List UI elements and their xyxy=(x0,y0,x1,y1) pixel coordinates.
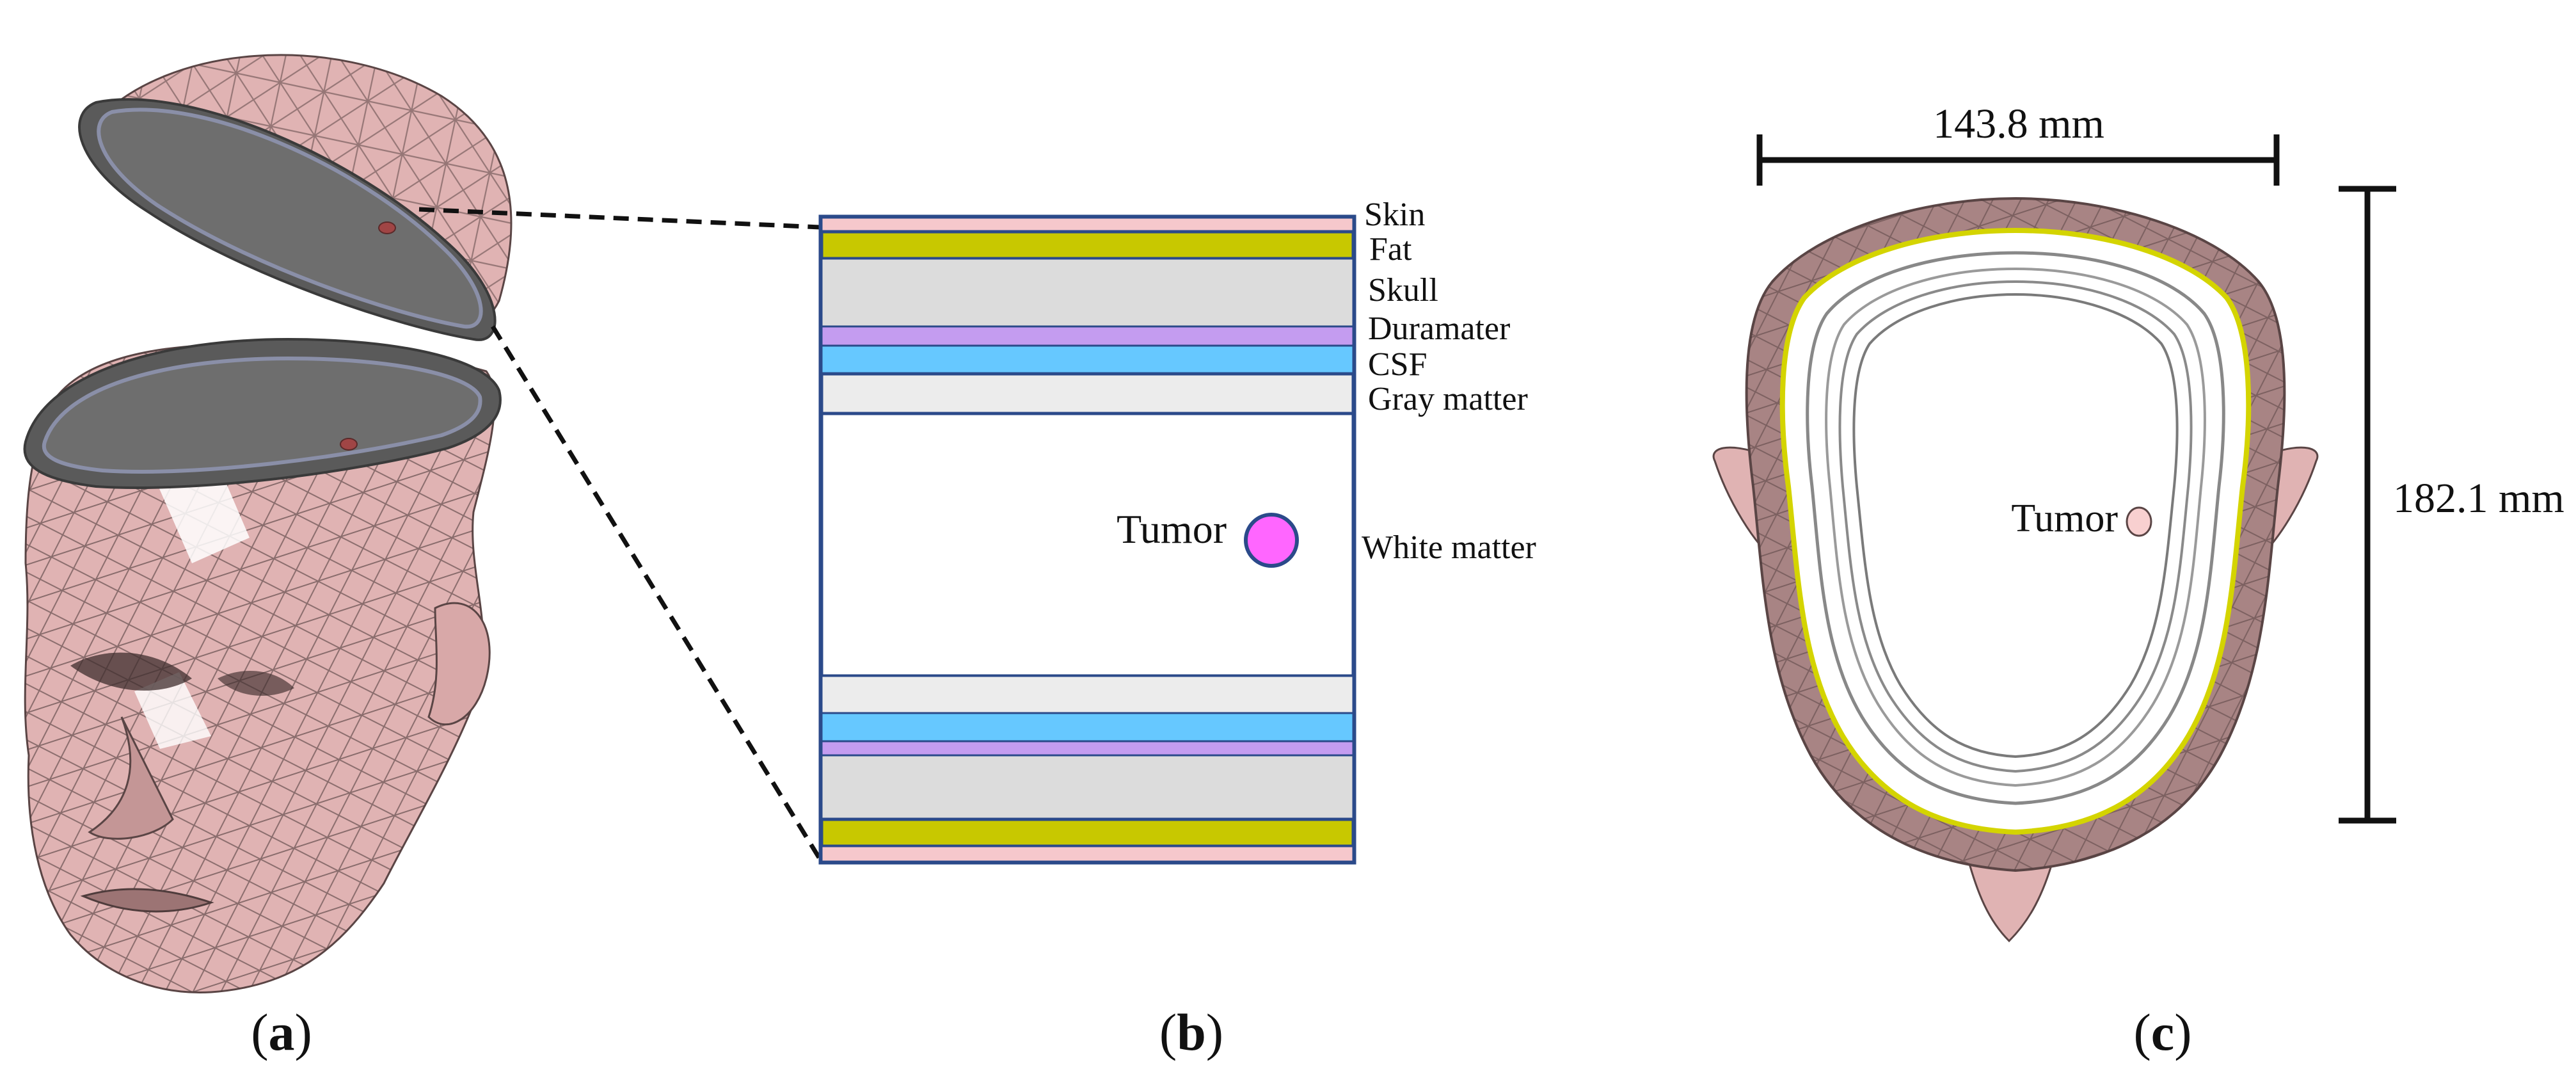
layer-skin-bottom xyxy=(820,845,1355,863)
head-cap-cut-surface xyxy=(97,108,483,329)
panel-b-layer-diagram: Tumor Skin Fat Skull Duramater CSF Gray … xyxy=(818,197,1536,1061)
panel-c-caption: (c) xyxy=(2133,1003,2191,1061)
tumor-circle xyxy=(1244,513,1299,568)
label-gray-matter: Gray matter xyxy=(1368,381,1528,417)
head-cap xyxy=(78,54,513,341)
gray-matter-ring xyxy=(1852,293,2179,759)
label-duramater: Duramater xyxy=(1368,310,1510,347)
width-dimension-label: 143.8 mm xyxy=(1933,100,2104,147)
head-body-tumor-dot xyxy=(340,438,358,451)
mouth xyxy=(80,888,214,913)
duramater-ring xyxy=(1825,267,2206,787)
eye-left xyxy=(70,652,192,691)
layer-fat-bottom xyxy=(820,817,1355,848)
panel-a-caption: (a) xyxy=(251,1003,312,1061)
layer-skull-top xyxy=(820,257,1355,328)
label-fat: Fat xyxy=(1369,231,1412,268)
layer-graymatter-top xyxy=(820,372,1355,415)
ear xyxy=(427,602,491,726)
panel-c-axial-section: 143.8 mm 182.1 mm Tumor (c) xyxy=(1712,100,2564,1061)
label-skin: Skin xyxy=(1364,197,1425,233)
head-body xyxy=(23,337,502,993)
height-dimension-label: 182.1 mm xyxy=(2393,475,2564,522)
eye-right xyxy=(218,671,294,696)
layer-fat-top xyxy=(820,230,1355,261)
layer-csf-top xyxy=(820,344,1355,375)
nose xyxy=(88,716,174,840)
head-body-cut-surface xyxy=(42,356,482,474)
panel-b-caption: (b) xyxy=(1159,1003,1223,1061)
panel-a-head-model: (a) xyxy=(23,54,822,1061)
layer-skull-bottom xyxy=(820,754,1355,821)
tumor-dot-c xyxy=(2126,506,2152,537)
layer-graymatter-bottom xyxy=(820,675,1355,714)
label-white-matter: White matter xyxy=(1362,529,1536,566)
layer-duramater-top xyxy=(820,325,1355,347)
layer-duramater-bottom xyxy=(820,740,1355,757)
csf-ring xyxy=(1838,280,2193,773)
layer-skin-top xyxy=(820,216,1355,233)
zoom-line-top xyxy=(418,207,821,230)
label-skull: Skull xyxy=(1368,272,1438,309)
label-csf: CSF xyxy=(1368,346,1427,383)
tumor-label-c: Tumor xyxy=(2011,497,2118,540)
tumor-label-b: Tumor xyxy=(1117,506,1227,552)
layer-csf-bottom xyxy=(820,712,1355,743)
zoom-line-bottom xyxy=(491,325,822,861)
head-cap-tumor-dot xyxy=(378,221,396,234)
